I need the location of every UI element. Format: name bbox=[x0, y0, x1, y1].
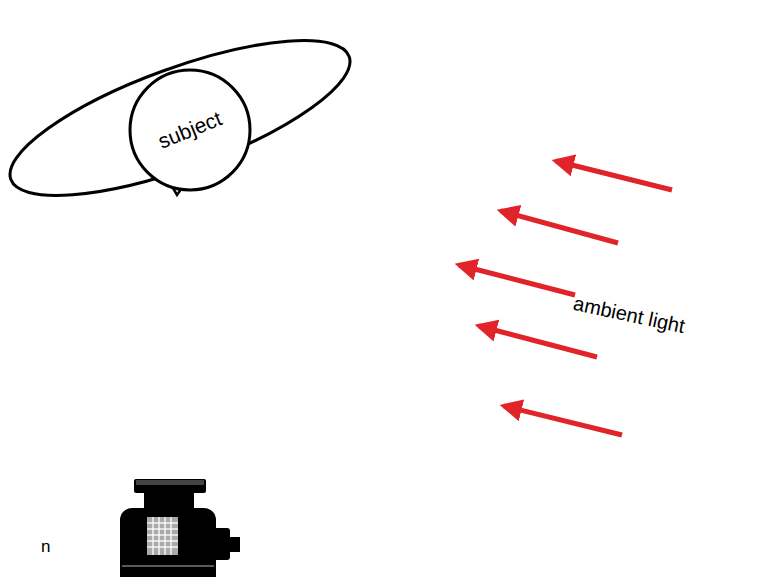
light-arrow bbox=[459, 265, 575, 295]
camera-body bbox=[120, 508, 216, 577]
node-label: subject bbox=[109, 49, 270, 210]
clipped-label: n bbox=[41, 537, 50, 557]
light-label: ambient light bbox=[571, 292, 687, 338]
shoulders-ellipse bbox=[0, 9, 366, 226]
camera-grid-lines bbox=[147, 517, 178, 555]
camera-button bbox=[229, 537, 240, 552]
camera-seam bbox=[122, 565, 214, 567]
camera-top-highlight bbox=[136, 480, 204, 485]
subject-head-circle: subject bbox=[128, 68, 252, 192]
light-arrow bbox=[479, 326, 597, 357]
camera-top bbox=[134, 479, 206, 493]
camera-symbol bbox=[120, 479, 240, 577]
light-arrow bbox=[556, 161, 672, 190]
light-arrow bbox=[501, 211, 618, 243]
camera-knob bbox=[212, 528, 230, 560]
camera-grid bbox=[147, 517, 178, 555]
ambient-light-arrows bbox=[459, 161, 672, 435]
light-arrow bbox=[504, 406, 622, 435]
